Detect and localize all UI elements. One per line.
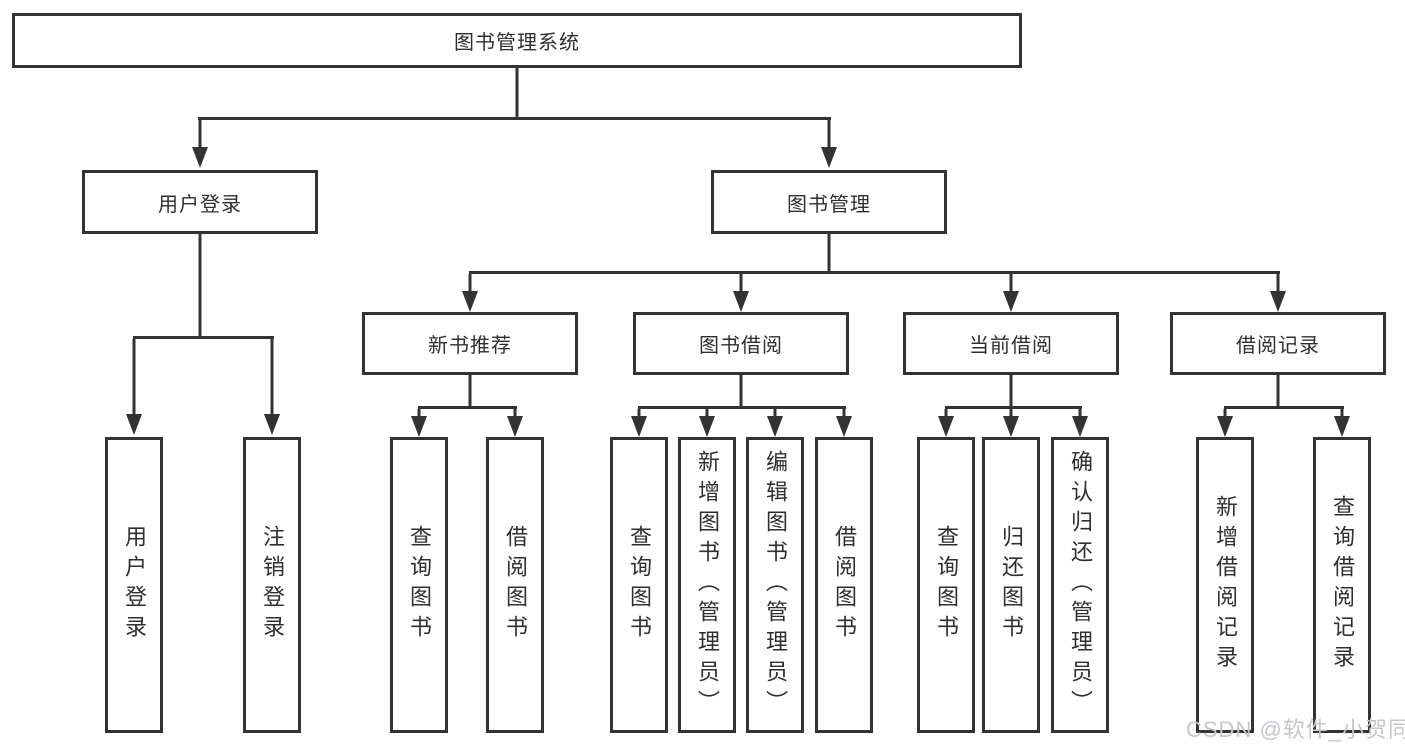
arrow-to-current-confirm (1072, 416, 1088, 437)
connector-stem-borrow-borrow (842, 409, 846, 417)
connector-user-horizontal (133, 336, 274, 339)
connector-recommend-horizontal (418, 406, 517, 409)
connector-records-horizontal (1224, 406, 1344, 409)
arrow-to-records-add (1217, 416, 1233, 437)
connector-borrow-horizontal (638, 406, 846, 409)
node-book-borrow-label: 图书借阅 (699, 335, 783, 357)
leaf-borrow-borrow-books-label: 借阅图书 (832, 525, 857, 645)
leaf-borrow-query-books-label: 查询图书 (627, 525, 652, 645)
arrow-to-records (1270, 291, 1286, 312)
leaf-current-return-books: 归还图书 (982, 437, 1040, 733)
node-new-book-recommend-label: 新书推荐 (428, 335, 512, 357)
connector-stem-current-query (944, 409, 948, 417)
connector-stem-leaf-user-login (132, 339, 136, 414)
leaf-logout-label: 注销登录 (260, 525, 285, 645)
arrow-to-recommend (462, 291, 478, 312)
connector-current-horizontal (945, 406, 1082, 409)
arrow-to-records-query (1334, 416, 1350, 437)
leaf-borrow-add-books-admin: 新增图书（管理员） (678, 437, 736, 733)
leaf-recommend-borrow-books: 借阅图书 (486, 437, 544, 733)
leaf-borrow-edit-books-admin-label: 编辑图书（管理员） (763, 450, 788, 720)
arrow-to-leaf-user-login (126, 414, 142, 435)
connector-level3-horizontal (469, 271, 1280, 274)
arrow-to-recommend-borrow (507, 416, 523, 437)
connector-stem-recommend (468, 274, 472, 292)
connector-stem-records-add (1223, 409, 1227, 417)
arrow-to-user-login (192, 147, 208, 168)
arrow-to-leaf-logout (264, 414, 280, 435)
connector-stem-current-confirm (1078, 409, 1082, 417)
connector-stem-borrow-add (705, 409, 709, 417)
node-book-management: 图书管理 (711, 170, 947, 234)
node-borrow-records: 借阅记录 (1170, 312, 1386, 375)
arrow-to-current-return (1003, 416, 1019, 437)
leaf-records-query-record: 查询借阅记录 (1313, 437, 1371, 733)
arrow-to-borrow (733, 291, 749, 312)
leaf-user-login: 用户登录 (105, 437, 163, 733)
connector-stem-current-return (1009, 409, 1013, 417)
arrow-to-current-query (938, 416, 954, 437)
connector-stem-borrow (739, 274, 743, 292)
node-new-book-recommend: 新书推荐 (362, 312, 578, 375)
connector-level1-horizontal (198, 117, 831, 120)
node-borrow-records-label: 借阅记录 (1236, 335, 1320, 357)
leaf-logout: 注销登录 (243, 437, 301, 733)
leaf-recommend-query-books-label: 查询图书 (407, 525, 432, 645)
leaf-user-login-label: 用户登录 (122, 525, 147, 645)
connector-user-stem (198, 234, 202, 339)
arrow-to-borrow-borrow (836, 416, 852, 437)
connector-stem-borrow-edit (773, 409, 777, 417)
node-current-borrow-label: 当前借阅 (969, 335, 1053, 357)
leaf-current-query-books-label: 查询图书 (934, 525, 959, 645)
leaf-borrow-query-books: 查询图书 (610, 437, 668, 733)
csdn-watermark: CSDN @软件_小贺同学 (1186, 717, 1405, 742)
node-root: 图书管理系统 (12, 13, 1022, 68)
leaf-current-return-books-label: 归还图书 (999, 525, 1024, 645)
leaf-current-confirm-return-admin-label: 确认归还（管理员） (1068, 450, 1093, 720)
leaf-records-add-record: 新增借阅记录 (1196, 437, 1254, 733)
arrow-to-recommend-query (411, 416, 427, 437)
connector-stem-leaf-logout (270, 339, 274, 414)
connector-book-stem (827, 234, 831, 274)
node-book-borrow: 图书借阅 (633, 312, 849, 375)
arrow-to-borrow-query (631, 416, 647, 437)
connector-stem-book-management (827, 117, 831, 148)
leaf-records-query-record-label: 查询借阅记录 (1330, 495, 1355, 675)
connector-borrow-stem (739, 375, 743, 409)
connector-current-stem (1009, 375, 1013, 409)
leaf-recommend-query-books: 查询图书 (390, 437, 448, 733)
arrow-to-borrow-edit (767, 416, 783, 437)
connector-stem-borrow-query (637, 409, 641, 417)
node-user-login-label: 用户登录 (158, 193, 242, 216)
node-book-management-label: 图书管理 (787, 193, 871, 216)
node-current-borrow: 当前借阅 (903, 312, 1119, 375)
connector-stem-records-query (1340, 409, 1344, 417)
leaf-borrow-add-books-admin-label: 新增图书（管理员） (695, 450, 720, 720)
leaf-borrow-borrow-books: 借阅图书 (815, 437, 873, 733)
connector-records-stem (1276, 375, 1280, 409)
connector-stem-user-login (198, 117, 202, 148)
arrow-to-book-management (821, 147, 837, 168)
leaf-current-confirm-return-admin: 确认归还（管理员） (1051, 437, 1109, 733)
node-root-label: 图书管理系统 (454, 32, 580, 54)
connector-root-stem (515, 68, 519, 118)
arrow-to-borrow-add (699, 416, 715, 437)
connector-recommend-stem (468, 375, 472, 409)
node-user-login: 用户登录 (82, 170, 318, 234)
connector-stem-current (1009, 274, 1013, 292)
connector-stem-records (1276, 274, 1280, 292)
connector-stem-recommend-query (417, 409, 421, 417)
leaf-records-add-record-label: 新增借阅记录 (1213, 495, 1238, 675)
leaf-current-query-books: 查询图书 (917, 437, 975, 733)
leaf-borrow-edit-books-admin: 编辑图书（管理员） (746, 437, 804, 733)
arrow-to-current (1003, 291, 1019, 312)
leaf-recommend-borrow-books-label: 借阅图书 (503, 525, 528, 645)
connector-stem-recommend-borrow (513, 409, 517, 417)
